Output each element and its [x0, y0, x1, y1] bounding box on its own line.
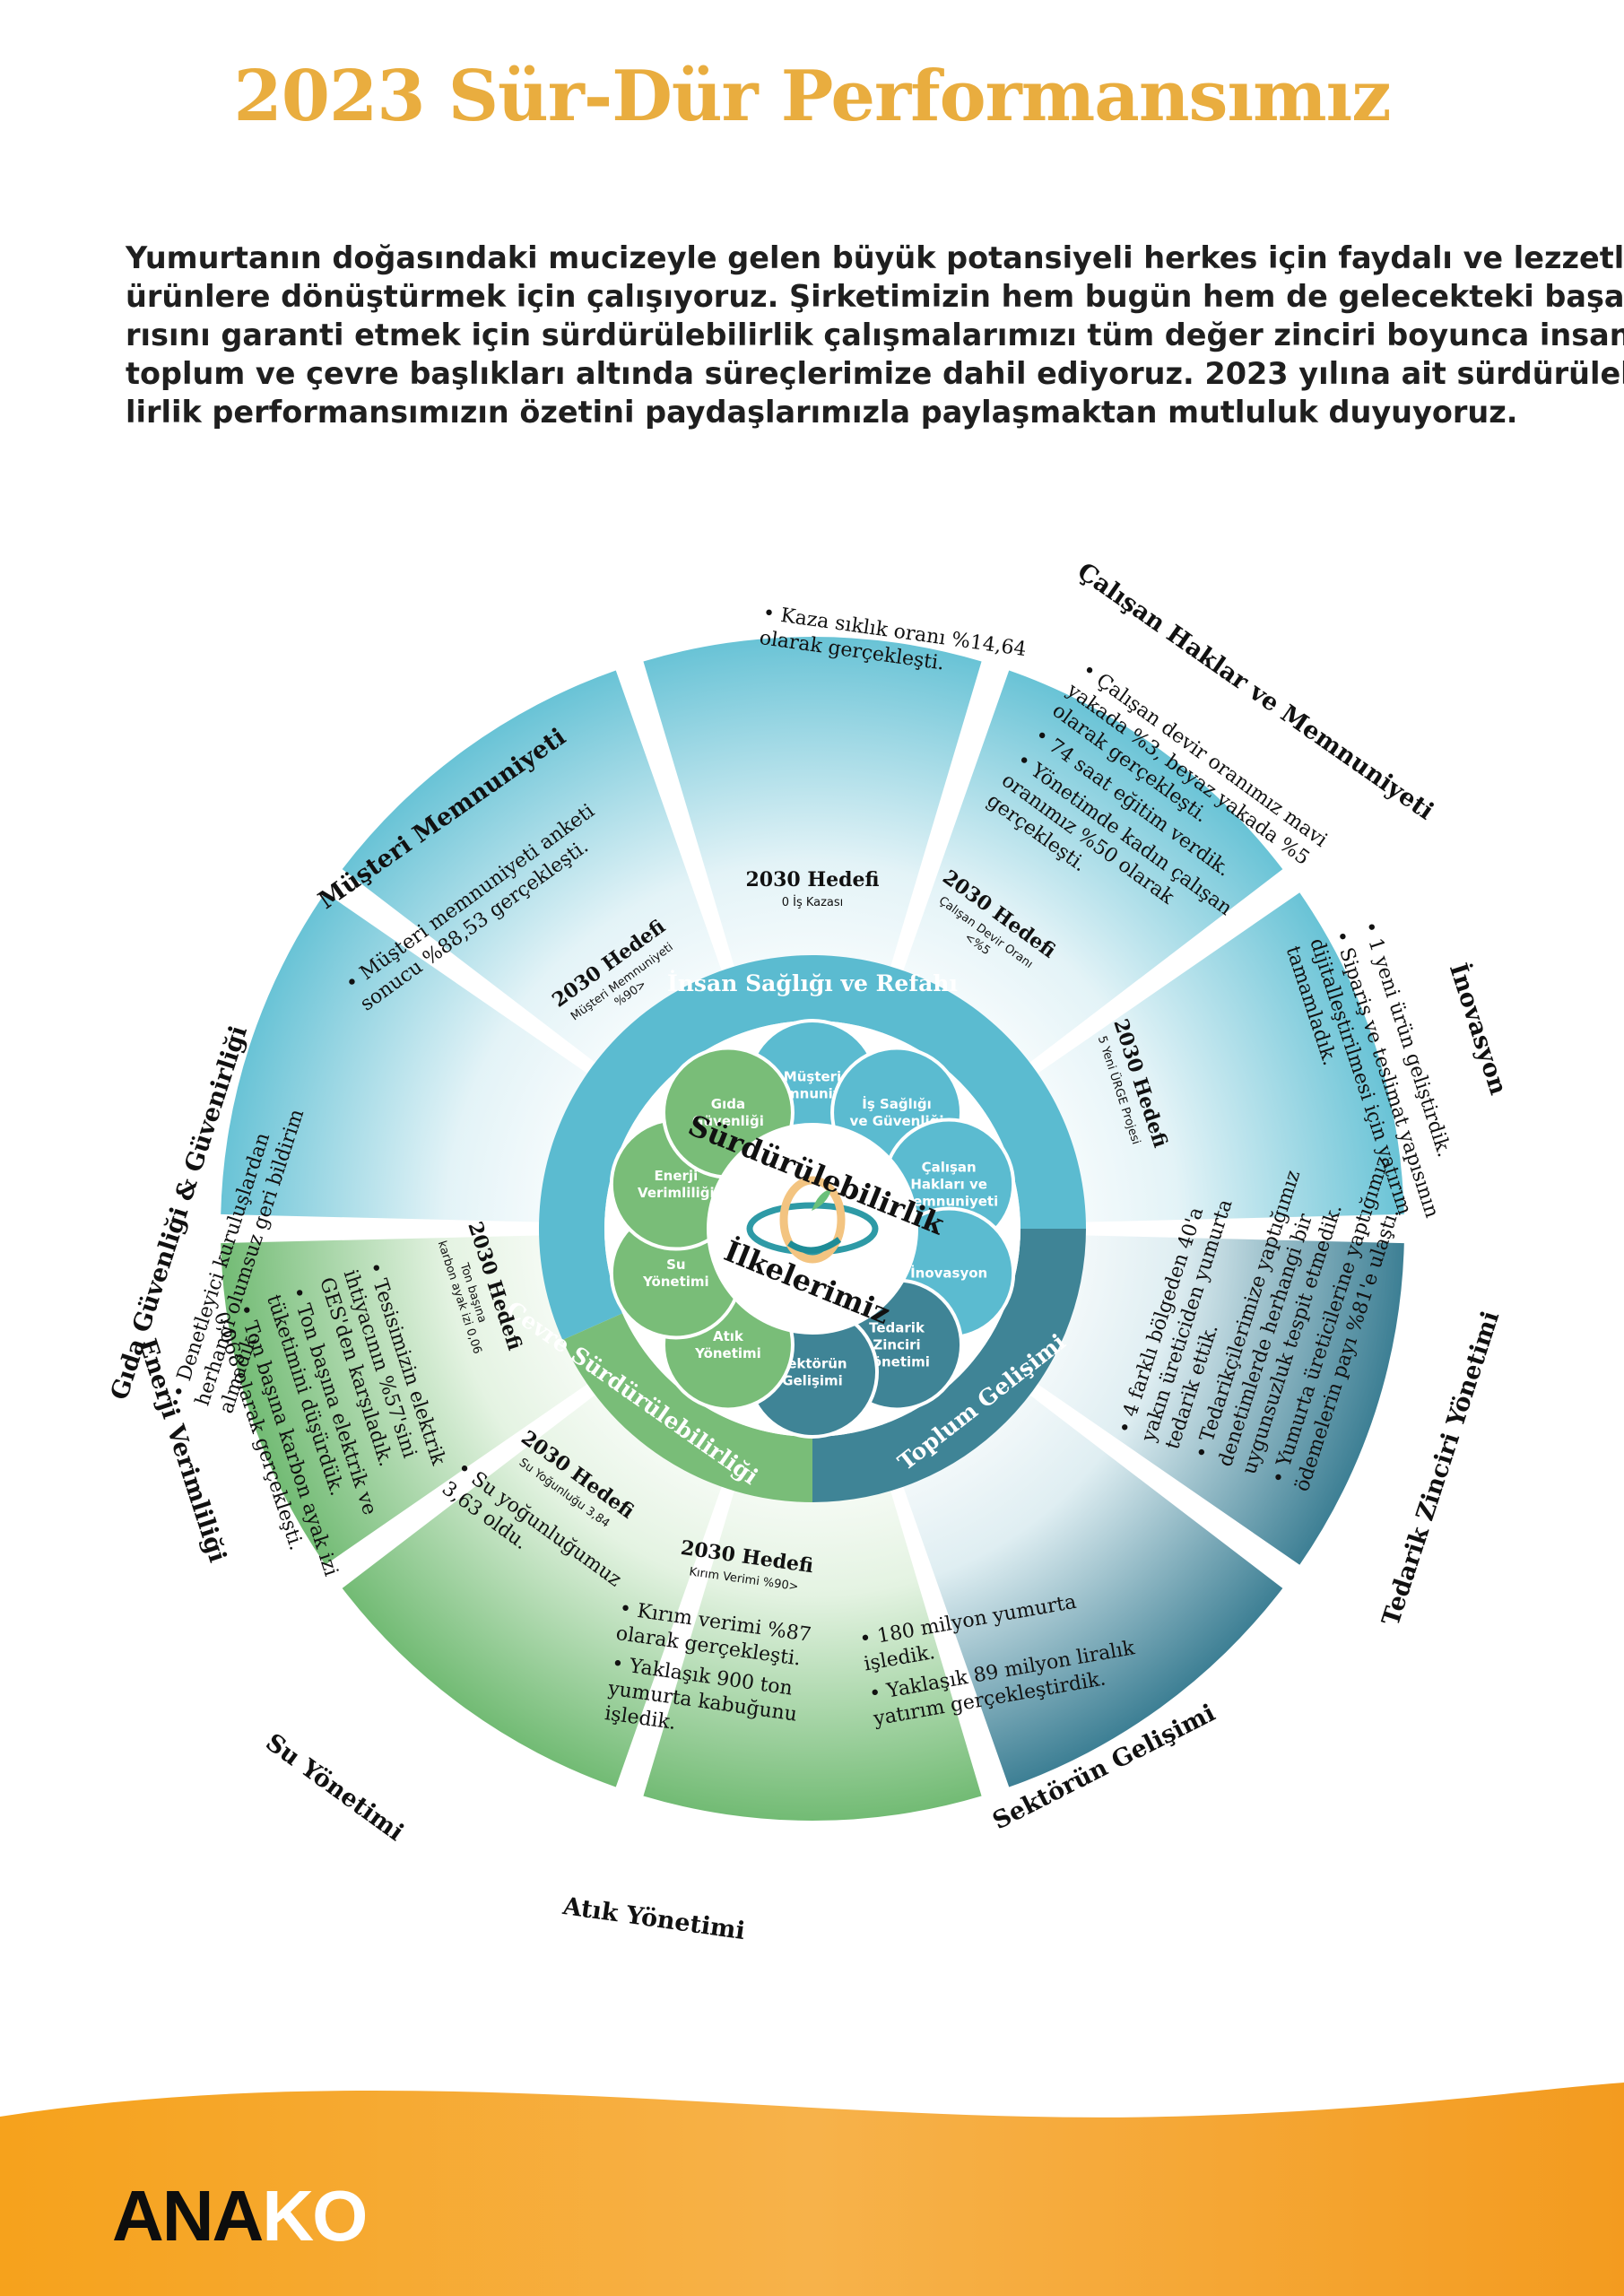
segment-title-su: Su Yönetimi: [260, 1728, 408, 1847]
center-disc: [707, 1123, 918, 1335]
petal-label: Gıda: [711, 1096, 745, 1112]
goal-subtitle: 0 İş Kazası: [782, 895, 844, 909]
petal-label: Tedarik: [869, 1319, 925, 1335]
egg-emblem-icon: [746, 1176, 879, 1264]
segment-atik: [643, 1477, 982, 1822]
logo-text-dark: ANA: [112, 2176, 264, 2256]
petal-label: İş Sağlığı: [862, 1095, 932, 1112]
segment-enerji: [221, 1235, 599, 1565]
segment-title-inovasyon: İnovasyon: [1444, 959, 1515, 1098]
segment-title-atik: Atık Yönetimi: [560, 1892, 747, 1945]
intro-paragraph: Yumurtanın doğasındaki mucizeyle gelen b…: [126, 239, 1624, 431]
segment-inovasyon: [1026, 892, 1404, 1222]
segment-su: [342, 1387, 726, 1787]
petal-label: Zinciri: [873, 1336, 920, 1352]
petal-label: Müşteri: [784, 1069, 841, 1085]
petal-label: Çalışan: [922, 1160, 977, 1176]
ring-environment: [562, 1313, 812, 1502]
anako-logo: ANAKO: [112, 2175, 368, 2257]
petal-label: Yönetimi: [694, 1345, 761, 1361]
bullet-list-enerji: • Tesisimizin elektrik ihtiyacının %57's…: [209, 1259, 449, 1578]
goal-is-sagligi: 2030 Hedefi 0 İş Kazası: [745, 868, 879, 909]
bullet-list-inovasyon: • 1 yeni ürün geliştirdik.• Sipariş ve t…: [1281, 918, 1455, 1221]
segment-title-tedarik: Tedarik Zinciri Yönetimi: [1377, 1308, 1506, 1629]
petal-label: İnovasyon: [910, 1264, 987, 1281]
intro-line: toplum ve çevre başlıkları altında süreç…: [126, 356, 1624, 391]
intro-line: Yumurtanın doğasındaki mucizeyle gelen b…: [126, 240, 1624, 275]
segment-tedarik: [1026, 1235, 1404, 1565]
ring-people: [539, 955, 1086, 1341]
petal-label: Sektörün: [777, 1356, 847, 1372]
ring-label-people: İnsan Sağlığı ve Refahı: [667, 970, 958, 996]
segment-sektor: [899, 1387, 1283, 1787]
intro-line: ürünlere dönüştürmek için çalışıyoruz. Ş…: [126, 279, 1624, 314]
segment-calisan: [899, 670, 1283, 1071]
intro-line: rısını garanti etmek için sürdürülebilir…: [126, 317, 1624, 352]
ring-society: [812, 1229, 1086, 1502]
petal-label: Verimliliği: [638, 1185, 715, 1201]
footer-wave: [0, 2083, 1624, 2296]
petal-label: Yönetimi: [642, 1274, 709, 1290]
segment-musteri: [342, 670, 726, 1071]
petal-label: Su: [666, 1257, 685, 1273]
petal-label: Yönetimi: [863, 1353, 930, 1370]
petal-label: Memnuniyeti: [899, 1194, 998, 1210]
petal-label: Güvenliği: [692, 1113, 764, 1129]
petal-label: Atık: [713, 1328, 744, 1344]
segment-is-sagligi: [643, 637, 982, 980]
page-title: 2023 Sür-Dür Performansımız: [233, 56, 1391, 137]
goal-title: 2030 Hedefi: [745, 868, 879, 891]
petal-label: Gelişimi: [782, 1373, 843, 1389]
intro-line: lirlik performansımızın özetini paydaşla…: [126, 395, 1518, 430]
logo-text-light: KO: [262, 2176, 368, 2256]
petal-label: Hakları ve: [910, 1177, 987, 1193]
segment-gida: [221, 892, 599, 1222]
petal-label: Enerji: [654, 1168, 698, 1184]
